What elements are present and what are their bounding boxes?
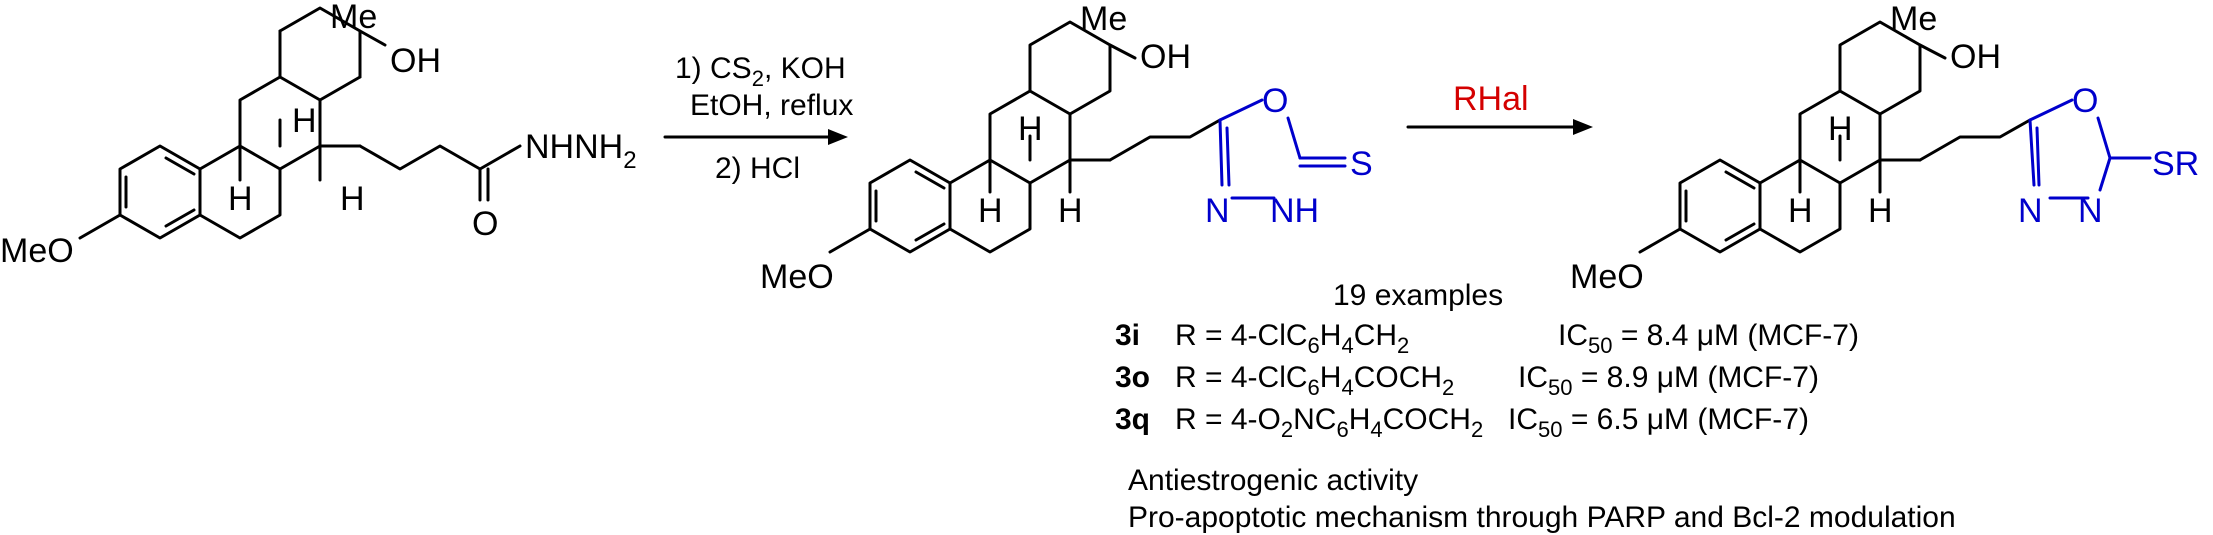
compound-r-sub-3q-a: 2 bbox=[1281, 417, 1293, 442]
compound-r-prefix-3o: R = 4-ClC bbox=[1175, 361, 1308, 394]
reaction-arrow-1: 1) CS2, KOH EtOH, reflux 2) HCl bbox=[663, 52, 853, 185]
examples-count: 19 examples bbox=[1333, 279, 1503, 312]
intermediate-o-label: O bbox=[1262, 82, 1288, 120]
condition-cs-sub: 2 bbox=[752, 66, 764, 91]
intermediate-thione: Me OH H H H MeO O N NH S bbox=[760, 0, 1373, 296]
compound-r-3i-b: H bbox=[1320, 319, 1342, 352]
starting-o-label: O bbox=[472, 205, 498, 243]
note-apoptotic: Pro-apoptotic mechanism through PARP and… bbox=[1128, 501, 1956, 534]
condition-cs: 1) CS bbox=[675, 52, 752, 85]
compound-r-sub-3q-g: 2 bbox=[1471, 417, 1483, 442]
starting-h-label-3: H bbox=[340, 180, 365, 218]
intermediate-meo-label: MeO bbox=[760, 258, 834, 296]
compound-ic50-label-3q: IC bbox=[1508, 403, 1538, 436]
reagent-rhal: RHal bbox=[1453, 80, 1529, 118]
compound-ic50-value-3q: = 6.5 μM (MCF-7) bbox=[1562, 403, 1808, 436]
intermediate-n-label: N bbox=[1205, 192, 1230, 230]
compound-r-sub-3o-c: 4 bbox=[1341, 375, 1353, 400]
starting-meo-label: MeO bbox=[0, 232, 74, 270]
product-o-label: O bbox=[2072, 82, 2098, 120]
intermediate-nh-label: NH bbox=[1270, 192, 1319, 230]
compound-ic50-sub-3q: 50 bbox=[1538, 417, 1562, 442]
compound-r-prefix-3q: R = 4-O bbox=[1175, 403, 1281, 436]
product-n-label-1: N bbox=[2018, 192, 2043, 230]
compound-r-3q-f: COCH bbox=[1383, 403, 1471, 436]
condition-line-1: 1) CS2, KOH bbox=[675, 52, 846, 91]
intermediate-h-label-2: H bbox=[1018, 110, 1043, 148]
product-h-label-3: H bbox=[1868, 192, 1893, 230]
starting-nhnh2-label: NHNH2 bbox=[525, 128, 637, 174]
compound-r-3q-b: NC bbox=[1293, 403, 1336, 436]
compound-r-3o-b: H bbox=[1320, 361, 1342, 394]
product-me-label: Me bbox=[1890, 0, 1937, 38]
compound-r-sub-3i-a: 6 bbox=[1308, 333, 1320, 358]
product-n-label-2: N bbox=[2078, 192, 2103, 230]
product-oh-label: OH bbox=[1950, 38, 2001, 76]
product-sr-label: SR bbox=[2152, 145, 2199, 183]
results-block: 19 examples 3i R = 4-ClC6H4CH2 IC50 = 8.… bbox=[1115, 279, 1956, 534]
compound-id-3o: 3o bbox=[1115, 361, 1150, 394]
starting-h-label-2: H bbox=[292, 102, 317, 140]
intermediate-h-label-3: H bbox=[1058, 192, 1083, 230]
compound-ic50-label-3i: IC bbox=[1558, 319, 1588, 352]
compound-r-3o-d: COCH bbox=[1354, 361, 1442, 394]
starting-material-hydrazide: Me OH H H H MeO O NHNH2 bbox=[0, 0, 637, 270]
compound-ic50-label-3o: IC bbox=[1518, 361, 1548, 394]
starting-nhnh-text: NHNH bbox=[525, 128, 623, 166]
condition-line-2: EtOH, reflux bbox=[690, 89, 853, 122]
intermediate-h-label-1: H bbox=[978, 192, 1003, 230]
starting-h-label-1: H bbox=[228, 180, 253, 218]
compound-id-3i: 3i bbox=[1115, 319, 1140, 352]
note-antiestrogenic: Antiestrogenic activity bbox=[1128, 464, 1418, 497]
compound-r-sub-3q-e: 4 bbox=[1370, 417, 1382, 442]
condition-koh: , KOH bbox=[764, 52, 846, 85]
starting-oh-label: OH bbox=[390, 42, 441, 80]
compound-ic50-value-3i: = 8.4 μM (MCF-7) bbox=[1612, 319, 1858, 352]
intermediate-me-label: Me bbox=[1080, 0, 1127, 38]
starting-me-label: Me bbox=[330, 0, 377, 36]
compound-r-sub-3i-c: 4 bbox=[1341, 333, 1353, 358]
product-h-label-2: H bbox=[1828, 110, 1853, 148]
compound-r-sub-3q-c: 6 bbox=[1336, 417, 1348, 442]
compound-r-sub-3i-e: 2 bbox=[1397, 333, 1409, 358]
compound-ic50-sub-3o: 50 bbox=[1548, 375, 1572, 400]
compound-row-3i: 3i R = 4-ClC6H4CH2 IC50 = 8.4 μM (MCF-7) bbox=[1115, 319, 1859, 360]
intermediate-oh-label: OH bbox=[1140, 38, 1191, 76]
product-meo-label: MeO bbox=[1570, 258, 1644, 296]
compound-row-3q: 3q R = 4-O2NC6H4COCH2 IC50 = 6.5 μM (MCF… bbox=[1115, 403, 1809, 444]
compound-ic50-value-3o: = 8.9 μM (MCF-7) bbox=[1572, 361, 1818, 394]
compound-r-3i-d: CH bbox=[1354, 319, 1397, 352]
starting-nhnh-sub: 2 bbox=[623, 147, 636, 174]
product-s-alkyl: Me OH H H H MeO O N N SR bbox=[1570, 0, 2199, 296]
compound-r-prefix-3i: R = 4-ClC bbox=[1175, 319, 1308, 352]
intermediate-s-label: S bbox=[1350, 145, 1373, 183]
compound-id-3q: 3q bbox=[1115, 403, 1150, 436]
compound-r-sub-3o-a: 6 bbox=[1308, 375, 1320, 400]
product-h-label-1: H bbox=[1788, 192, 1813, 230]
reaction-arrow-2: RHal bbox=[1406, 80, 1593, 135]
condition-line-3: 2) HCl bbox=[715, 152, 800, 185]
compound-row-3o: 3o R = 4-ClC6H4COCH2 IC50 = 8.9 μM (MCF-… bbox=[1115, 361, 1819, 402]
compound-r-sub-3o-e: 2 bbox=[1442, 375, 1454, 400]
compound-r-3q-d: H bbox=[1349, 403, 1371, 436]
compound-ic50-sub-3i: 50 bbox=[1588, 333, 1612, 358]
